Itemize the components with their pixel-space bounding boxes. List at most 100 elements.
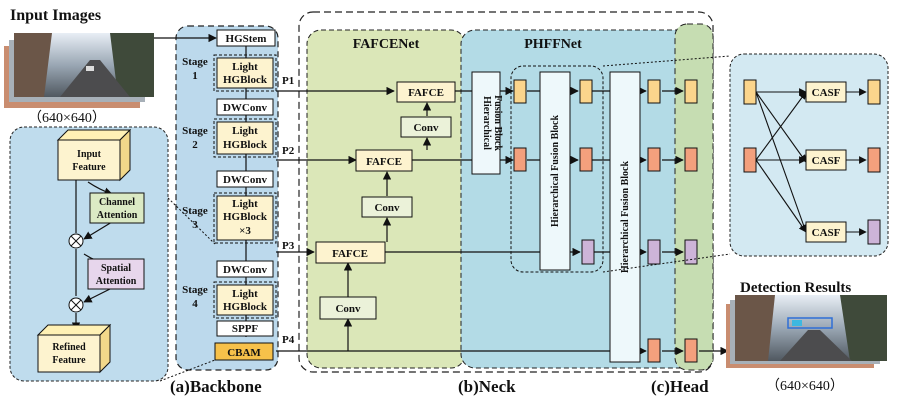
- svg-text:CBAM: CBAM: [227, 347, 261, 359]
- svg-text:HGStem: HGStem: [226, 33, 267, 45]
- svg-text:HGBlock: HGBlock: [223, 74, 268, 86]
- multiply-icon: [68, 233, 84, 249]
- output-size-label: （640×640）: [766, 378, 844, 394]
- conv-block-2: Conv: [361, 196, 413, 218]
- hierarchical-fusion-block-3: Hierarchical Fusion Block: [609, 71, 641, 363]
- phffnet-inner-group: [510, 65, 604, 273]
- svg-text:Attention: Attention: [96, 276, 137, 287]
- fafce-block-1: FAFCE: [396, 81, 456, 103]
- svg-text:Stage: Stage: [182, 56, 208, 68]
- detection-results-title: Detection Results: [740, 280, 851, 296]
- input-feature-cube: Input Feature: [56, 128, 132, 182]
- svg-text:Fusion Block: Fusion Block: [492, 95, 503, 151]
- zoom-line: [159, 359, 216, 382]
- svg-text:Stage: Stage: [182, 284, 208, 296]
- fafcenet-title: FAFCENet: [353, 37, 420, 52]
- hierarchical-fusion-block-2: Hierarchical Fusion Block: [539, 71, 571, 271]
- svg-text:HGBlock: HGBlock: [223, 301, 268, 313]
- head-panel: [674, 23, 714, 371]
- hgstem-block: HGStem: [216, 29, 276, 47]
- svg-text:DWConv: DWConv: [223, 174, 268, 186]
- svg-text:Conv: Conv: [335, 303, 361, 315]
- head-label: (c)Head: [651, 377, 709, 396]
- hierarchical-fusion-block-1: Hierarchical Fusion Block: [471, 71, 503, 175]
- svg-text:Hierarchical: Hierarchical: [481, 96, 492, 150]
- dwconv-block-3: DWConv: [216, 260, 274, 278]
- neck-label: (b)Neck: [458, 377, 516, 396]
- svg-text:P2: P2: [282, 145, 295, 157]
- backbone-label: (a)Backbone: [170, 377, 262, 396]
- casf-block-3: CASF: [805, 221, 847, 243]
- svg-text:4: 4: [192, 298, 198, 310]
- svg-text:Channel: Channel: [99, 197, 135, 208]
- casf-block-1: CASF: [805, 81, 847, 103]
- svg-text:Conv: Conv: [413, 122, 439, 134]
- light-hgblock-2: Light HGBlock: [213, 118, 277, 158]
- casf-feature-maps: [743, 79, 881, 245]
- stage-labels: Stage 1 Stage 2 Stage 3 Stage 4: [182, 56, 208, 310]
- input-images: [4, 33, 154, 108]
- svg-text:Attention: Attention: [97, 210, 138, 221]
- svg-text:Refined: Refined: [52, 342, 86, 353]
- head-feature-maps: [684, 79, 698, 363]
- svg-text:CASF: CASF: [812, 87, 841, 99]
- cbam-detail-panel: [9, 126, 169, 382]
- svg-text:×3: ×3: [239, 225, 251, 237]
- svg-text:HGBlock: HGBlock: [223, 139, 268, 151]
- svg-text:DWConv: DWConv: [223, 102, 268, 114]
- svg-text:Light: Light: [232, 61, 258, 73]
- light-hgblock-4: Light HGBlock: [213, 281, 277, 319]
- svg-text:Hierarchical Fusion Block: Hierarchical Fusion Block: [620, 161, 631, 273]
- phffnet-title: PHFFNet: [524, 37, 582, 52]
- light-hgblock-3: Light HGBlock ×3: [213, 192, 277, 244]
- multiply-icon: [68, 297, 84, 313]
- svg-text:Stage: Stage: [182, 125, 208, 137]
- sppf-block: SPPF: [216, 320, 274, 337]
- refined-feature-cube: Refined Feature: [36, 323, 112, 374]
- cbam-detail-connections: [71, 176, 113, 331]
- fafce-block-3: FAFCE: [315, 241, 386, 264]
- light-hgblock-1: Light HGBlock: [213, 54, 277, 92]
- conv-block-1: Conv: [400, 116, 452, 138]
- detection-images: [726, 295, 887, 368]
- neck-feature-maps: [513, 79, 661, 363]
- svg-text:P3: P3: [282, 240, 295, 252]
- dwconv-block-1: DWConv: [216, 98, 274, 116]
- fafce-block-2: FAFCE: [355, 149, 413, 172]
- zoom-line: [602, 253, 731, 273]
- svg-text:1: 1: [192, 70, 198, 82]
- dwconv-block-2: DWConv: [216, 170, 274, 188]
- svg-text:Light: Light: [232, 288, 258, 300]
- svg-text:3: 3: [192, 219, 198, 231]
- svg-text:DWConv: DWConv: [223, 264, 268, 276]
- zoom-line: [602, 55, 731, 67]
- cbam-block: CBAM: [214, 342, 274, 361]
- svg-text:Input: Input: [77, 149, 102, 160]
- conv-block-3: Conv: [319, 296, 377, 320]
- svg-text:Conv: Conv: [374, 202, 400, 214]
- svg-text:Stage: Stage: [182, 205, 208, 217]
- spatial-attention-block: Spatial Attention: [87, 258, 145, 290]
- svg-text:HGBlock: HGBlock: [223, 211, 268, 223]
- svg-text:FAFCE: FAFCE: [408, 87, 444, 99]
- svg-text:FAFCE: FAFCE: [366, 156, 402, 168]
- svg-text:FAFCE: FAFCE: [332, 248, 368, 260]
- p-labels: P1 P2 P3 P4: [282, 75, 295, 346]
- svg-text:Hierarchical Fusion Block: Hierarchical Fusion Block: [550, 115, 561, 227]
- input-size-label: （640×640）: [28, 110, 106, 126]
- svg-text:CASF: CASF: [812, 227, 841, 239]
- svg-text:Feature: Feature: [52, 355, 86, 366]
- svg-text:SPPF: SPPF: [232, 323, 259, 335]
- svg-text:Spatial: Spatial: [101, 263, 131, 274]
- input-images-title: Input Images: [10, 7, 101, 24]
- svg-text:P1: P1: [282, 75, 294, 87]
- svg-text:Light: Light: [232, 198, 258, 210]
- channel-attention-block: Channel Attention: [89, 192, 145, 224]
- casf-connections: [755, 88, 867, 236]
- svg-text:2: 2: [192, 139, 198, 151]
- svg-text:P4: P4: [282, 334, 295, 346]
- zoom-line: [167, 197, 216, 245]
- svg-text:Feature: Feature: [72, 162, 106, 173]
- casf-block-2: CASF: [805, 149, 847, 171]
